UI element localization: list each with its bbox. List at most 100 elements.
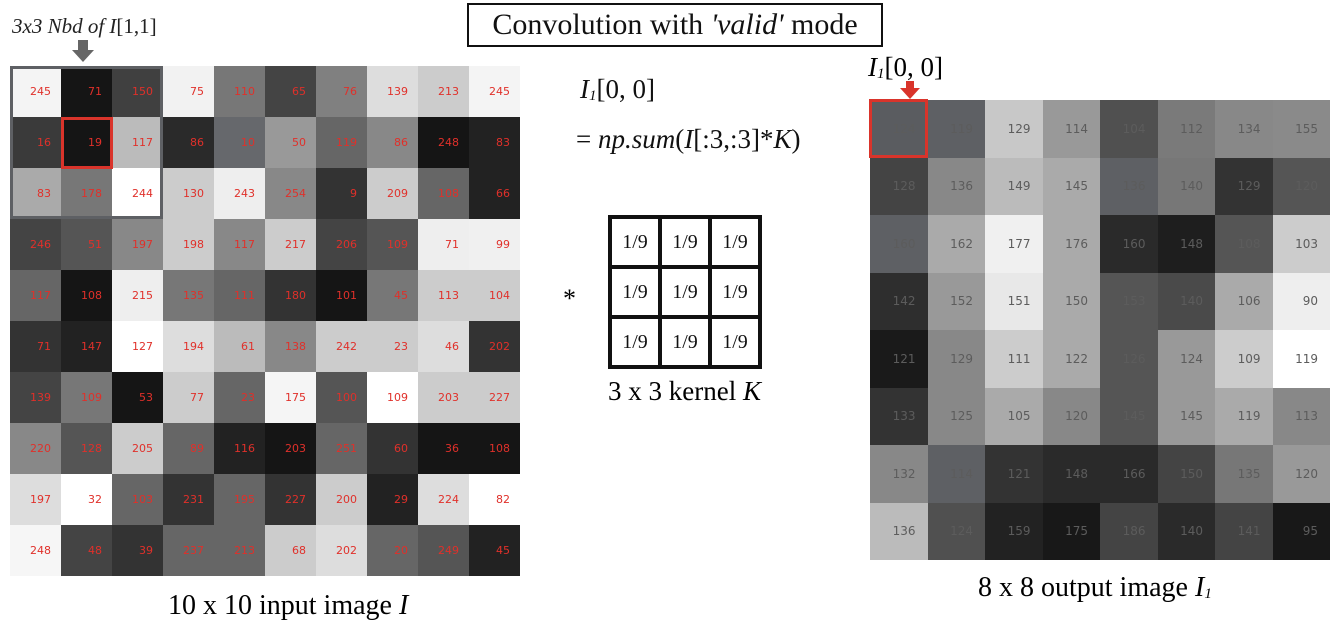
input-pixel-cell: 51: [61, 219, 112, 270]
output-pixel-cell: 136: [1100, 157, 1158, 215]
input-pixel-cell: 109: [367, 372, 418, 423]
input-pixel-cell: 198: [163, 219, 214, 270]
out-label-index: [0, 0]: [884, 52, 943, 82]
input-pixel-cell: 220: [10, 423, 61, 474]
output-pixel-cell: 121: [985, 445, 1043, 503]
input-pixel-cell: 197: [112, 219, 163, 270]
neighborhood-highlight: [10, 66, 163, 219]
input-pixel-cell: 46: [418, 321, 469, 372]
input-pixel-cell: 75: [163, 66, 214, 117]
input-pixel-cell: 249: [418, 525, 469, 576]
output-pixel-label: I1[0, 0]: [868, 52, 943, 83]
output-pixel-cell: 114: [1042, 100, 1100, 158]
output-pixel-cell: 149: [985, 157, 1043, 215]
formula-lhs: I1[0, 0]: [580, 74, 655, 105]
input-pixel-cell: 68: [265, 525, 316, 576]
input-pixel-cell: 127: [112, 321, 163, 372]
rhs-slice: [:3,:3]*: [693, 124, 774, 154]
input-pixel-cell: 139: [367, 66, 418, 117]
kernel-cell: 1/9: [660, 217, 710, 267]
kernel-caption: 3 x 3 kernel K: [608, 376, 761, 407]
input-pixel-cell: 245: [469, 66, 520, 117]
input-pixel-cell: 246: [10, 219, 61, 270]
input-caption-text: 10 x 10 input image: [168, 590, 399, 621]
input-pixel-cell: 83: [10, 168, 61, 219]
input-pixel-cell: 254: [265, 168, 316, 219]
input-pixel-cell: 197: [10, 474, 61, 525]
output-pixel-cell: 105: [985, 387, 1043, 445]
rhs-k: K: [773, 124, 792, 154]
output-pixel-cell: 120: [1042, 387, 1100, 445]
input-pixel-cell: 86: [163, 117, 214, 168]
output-pixel-cell: 119: [1272, 330, 1330, 388]
title-prefix: Convolution with: [492, 8, 711, 41]
output-pixel-highlight: [869, 99, 928, 158]
output-pixel-cell: 175: [1042, 502, 1100, 560]
input-pixel-cell: 36: [418, 423, 469, 474]
lhs-index: [0, 0]: [596, 74, 655, 104]
input-pixel-cell: 138: [265, 321, 316, 372]
input-pixel-cell: 9: [316, 168, 367, 219]
input-caption-var: I: [398, 590, 409, 621]
input-pixel-cell: 109: [61, 372, 112, 423]
input-pixel-cell: 71: [418, 219, 469, 270]
input-pixel-cell: 111: [214, 270, 265, 321]
output-pixel-cell: 103: [1272, 215, 1330, 273]
output-pixel-cell: 176: [1042, 215, 1100, 273]
nbd-var: I: [109, 14, 117, 38]
output-pixel-cell: 112: [1157, 100, 1215, 158]
input-pixel-cell: 117: [10, 270, 61, 321]
nbd-index: [1,1]: [116, 14, 157, 38]
output-pixel-cell: 106: [1215, 272, 1273, 330]
input-pixel-cell: 89: [163, 423, 214, 474]
kernel-cell: 1/9: [710, 317, 760, 367]
title-suffix: mode: [783, 8, 858, 41]
input-pixel-cell: 180: [265, 270, 316, 321]
input-caption: 10 x 10 input image I: [168, 590, 408, 622]
output-pixel-cell: 148: [1042, 445, 1100, 503]
input-pixel-cell: 150: [112, 66, 163, 117]
output-pixel-cell: 159: [985, 502, 1043, 560]
output-pixel-cell: 124: [870, 100, 928, 158]
input-pixel-cell: 50: [265, 117, 316, 168]
output-caption-text: 8 x 8 output image: [978, 572, 1195, 603]
input-pixel-cell: 71: [61, 66, 112, 117]
output-pixel-cell: 113: [1272, 387, 1330, 445]
kernel-cell: 1/9: [710, 217, 760, 267]
input-pixel-cell: 113: [418, 270, 469, 321]
input-pixel-cell: 128: [61, 423, 112, 474]
center-pixel-highlight: [61, 117, 113, 169]
kernel-caption-var: K: [742, 376, 761, 406]
output-pixel-cell: 132: [870, 445, 928, 503]
lhs-var: I: [580, 74, 589, 104]
output-caption: 8 x 8 output image I1: [978, 572, 1212, 604]
input-pixel-cell: 109: [367, 219, 418, 270]
input-pixel-cell: 99: [469, 219, 520, 270]
input-pixel-cell: 243: [214, 168, 265, 219]
output-pixel-cell: 160: [1100, 215, 1158, 273]
output-pixel-cell: 120: [1272, 445, 1330, 503]
input-pixel-cell: 215: [112, 270, 163, 321]
input-pixel-cell: 45: [367, 270, 418, 321]
input-pixel-cell: 10: [214, 117, 265, 168]
down-arrow-icon: [900, 81, 920, 99]
input-pixel-cell: 117: [112, 117, 163, 168]
output-pixel-cell: 150: [1042, 272, 1100, 330]
input-pixel-cell: 116: [214, 423, 265, 474]
input-pixel-cell: 244: [112, 168, 163, 219]
formula-rhs: = np.sum(I[:3,:3]*K): [576, 124, 801, 155]
output-pixel-cell: 120: [1272, 157, 1330, 215]
input-pixel-cell: 119: [316, 117, 367, 168]
input-pixel-cell: 248: [10, 525, 61, 576]
output-pixel-cell: 121: [870, 330, 928, 388]
output-pixel-cell: 145: [1042, 157, 1100, 215]
input-pixel-cell: 82: [469, 474, 520, 525]
input-pixel-cell: 209: [367, 168, 418, 219]
input-pixel-cell: 117: [214, 219, 265, 270]
title-mode: 'valid': [710, 8, 784, 41]
output-pixel-cell: 125: [927, 387, 985, 445]
output-pixel-cell: 95: [1272, 502, 1330, 560]
output-pixel-cell: 155: [1272, 100, 1330, 158]
